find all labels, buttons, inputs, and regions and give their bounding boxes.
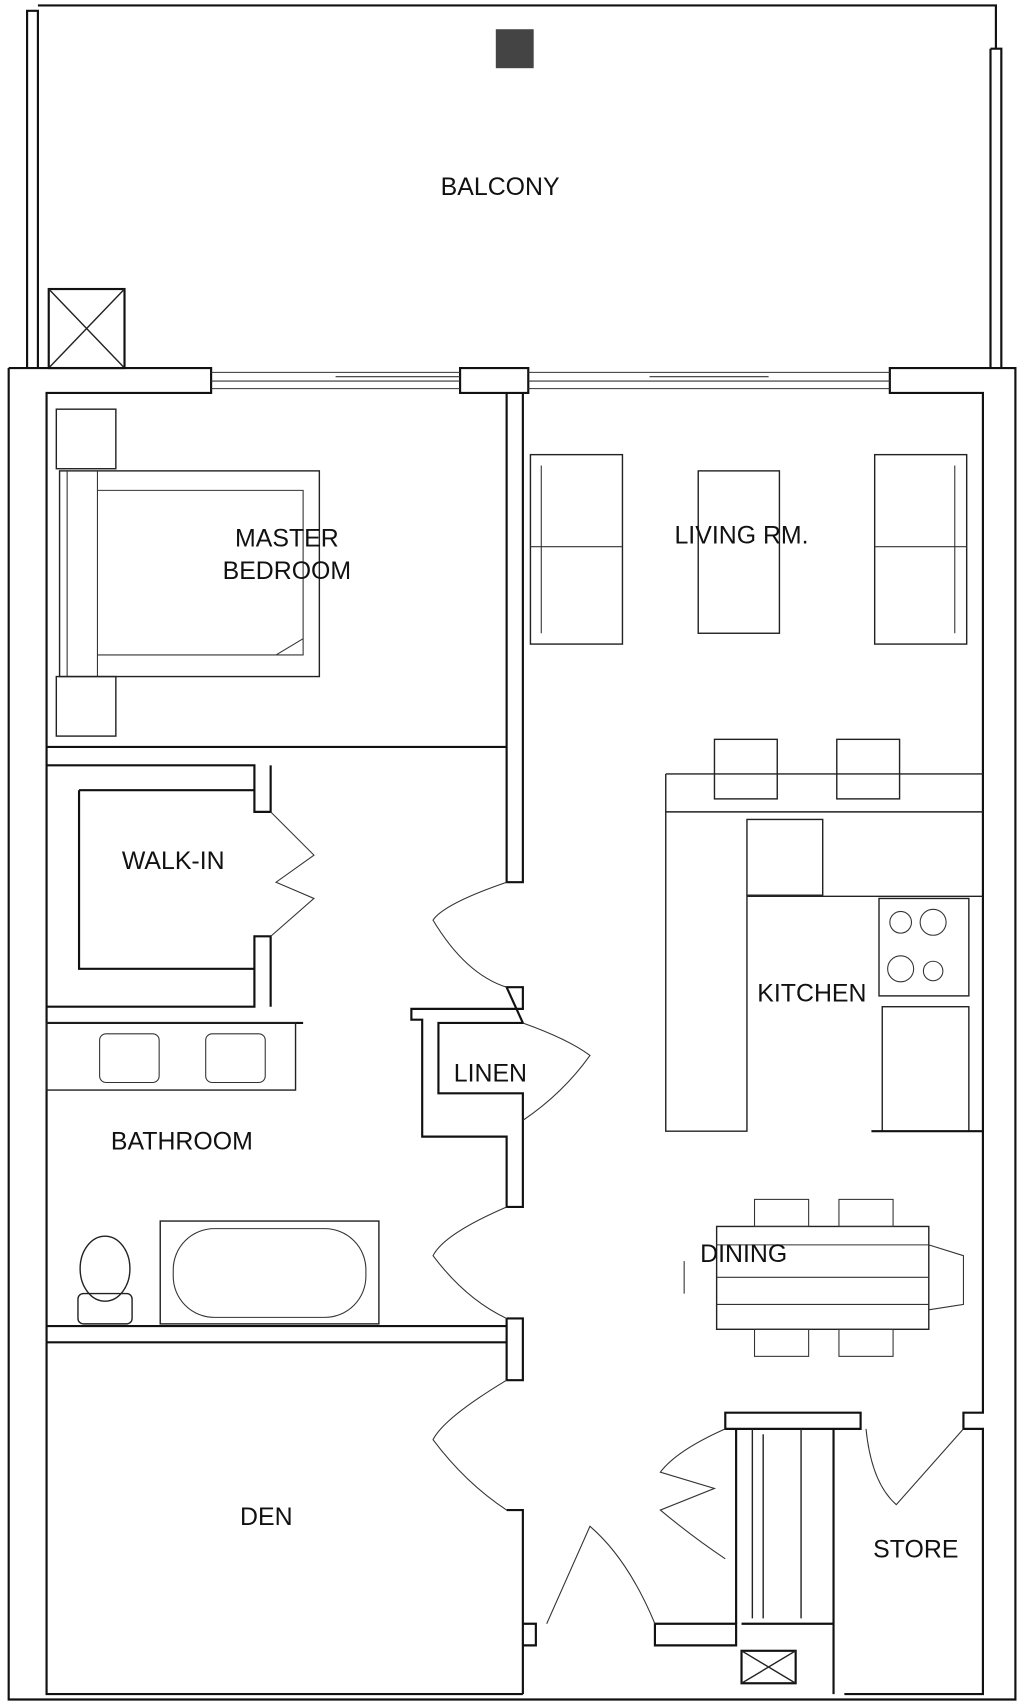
vent-shaft-icon: [47, 287, 126, 370]
toilet-icon: [77, 1235, 133, 1325]
label-dining: DINING: [700, 1240, 787, 1268]
window-bedroom: [211, 371, 461, 390]
fridge-icon: [881, 1006, 970, 1132]
label-master-bedroom-2: BEDROOM: [223, 557, 352, 585]
sofa-right-icon: [873, 453, 968, 645]
bathtub-icon: [159, 1220, 380, 1325]
window-living: [528, 371, 890, 390]
interior-walls: [46, 392, 862, 1695]
drain-marker: [495, 29, 534, 69]
kitchen-counter: [665, 738, 983, 1133]
label-master-bedroom: MASTER: [235, 525, 339, 553]
stove-icon: [878, 897, 970, 997]
label-balcony: BALCONY: [441, 173, 560, 201]
stool-icon: [836, 738, 901, 800]
label-linen: LINEN: [454, 1059, 527, 1087]
label-walk-in: WALK-IN: [122, 847, 225, 875]
sink-icon: [205, 1033, 266, 1084]
label-kitchen: KITCHEN: [757, 979, 866, 1007]
sink-icon: [99, 1033, 160, 1084]
exterior-walls: [7, 366, 1017, 1701]
sink-icon: [746, 818, 824, 896]
shaft-icon: [740, 1649, 797, 1685]
doors: [270, 811, 964, 1624]
dining-table-icon: [683, 1198, 964, 1357]
label-store: STORE: [873, 1536, 958, 1564]
label-bathroom: BATHROOM: [111, 1128, 253, 1156]
vanity: [45, 1022, 297, 1091]
coffee-table-icon: [697, 470, 781, 634]
bathroom-fixtures: [45, 1022, 380, 1325]
label-den: DEN: [240, 1503, 293, 1531]
stool-icon: [713, 738, 778, 800]
label-living-room: LIVING RM.: [674, 521, 808, 549]
sofa-left-icon: [529, 453, 624, 645]
bed-icon: [55, 408, 321, 737]
